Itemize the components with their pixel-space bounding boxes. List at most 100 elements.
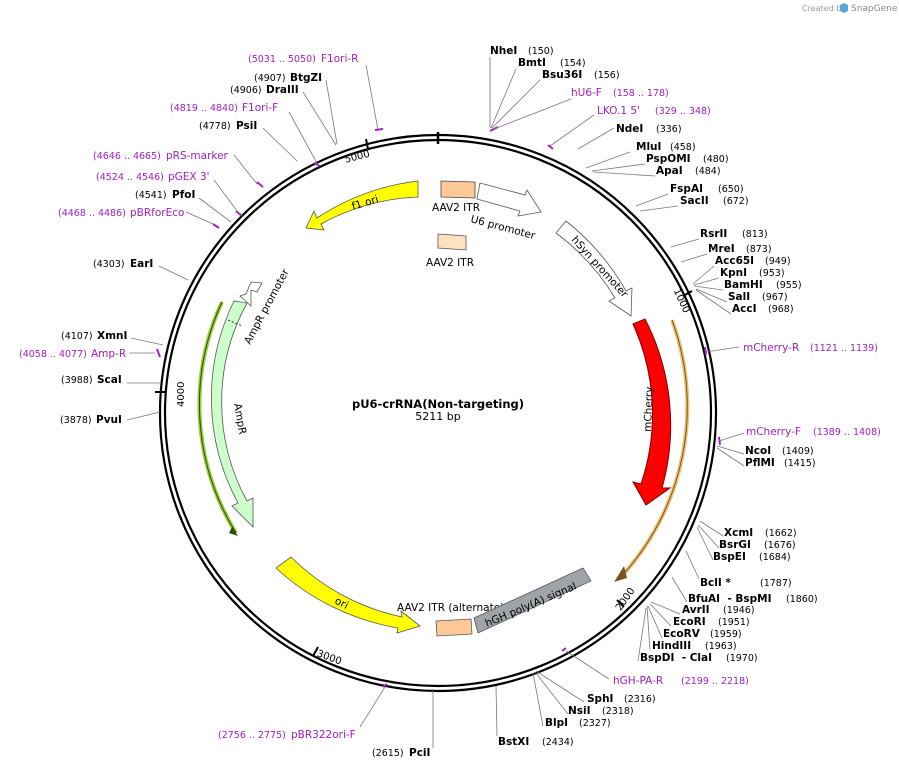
- svg-text:(4907): (4907): [254, 73, 286, 84]
- site-pcii[interactable]: (2615)PciI: [372, 747, 430, 759]
- primer-pbrforeco[interactable]: (4468 .. 4486)pBRforEco: [58, 207, 184, 219]
- svg-text:(650): (650): [718, 184, 744, 195]
- plasmid-name: pU6-crRNA(Non-targeting): [352, 397, 524, 411]
- site-sacii[interactable]: SacII(672): [680, 195, 749, 207]
- primer-pbr322ori-f[interactable]: (2756 .. 2775)pBR322ori-F: [218, 729, 356, 741]
- aav2-itr-alt-feature[interactable]: [435, 618, 473, 637]
- ampr-feature[interactable]: [211, 300, 254, 528]
- site-sali[interactable]: SalI(967): [728, 291, 788, 303]
- primer-hgh-pa-r[interactable]: hGH-PA-R(2199 .. 2218): [613, 675, 749, 687]
- svg-text:BtgZI: BtgZI: [290, 72, 322, 84]
- site-ndei[interactable]: NdeI (336): [616, 123, 682, 135]
- svg-text:BlpI: BlpI: [545, 717, 568, 729]
- ampr-promoter-feature[interactable]: [239, 281, 263, 307]
- ori-label: ori: [333, 595, 351, 612]
- primer-f1ori-r[interactable]: (5031 .. 5050)F1ori-R: [248, 53, 358, 65]
- site-mlui[interactable]: MluI(458): [636, 141, 696, 153]
- site-ecori[interactable]: EcoRI(1951): [673, 616, 750, 628]
- site-xcmi[interactable]: XcmI(1662): [724, 527, 797, 539]
- kb-tick-4000: 4000: [155, 382, 187, 407]
- svg-text:(967): (967): [762, 292, 788, 303]
- svg-text:(4906): (4906): [230, 85, 262, 96]
- site-avrii[interactable]: AvrII(1946): [682, 604, 755, 616]
- site-bfuai-bspmi[interactable]: BfuAI - BspMI(1860): [688, 593, 818, 605]
- svg-text:(1676): (1676): [764, 540, 796, 551]
- svg-text:(5031 .. 5050): (5031 .. 5050): [248, 54, 316, 65]
- f1-ori-feature[interactable]: [305, 180, 419, 231]
- svg-text:(3988): (3988): [61, 375, 93, 386]
- site-rsrii[interactable]: RsrII(813): [700, 228, 768, 240]
- primer-prs-marker[interactable]: (4646 .. 4665)pRS-marker: [93, 150, 229, 162]
- site-pfoi[interactable]: (4541)PfoI: [135, 189, 195, 201]
- primer-lko1-5[interactable]: LKO.1 5'(329 .. 348): [597, 105, 711, 117]
- site-ncoi[interactable]: NcoI(1409): [745, 445, 814, 457]
- site-pvui[interactable]: (3878)PvuI: [60, 414, 122, 426]
- site-nsii[interactable]: NsiI(2318): [568, 705, 634, 717]
- site-bsu36i[interactable]: Bsu36I(156): [542, 69, 620, 81]
- site-draiii[interactable]: (4906)DraIII: [230, 84, 299, 96]
- site-btgzi[interactable]: (4907) BtgZI: [254, 72, 322, 84]
- svg-text:NdeI: NdeI: [616, 123, 643, 135]
- svg-text:(1409): (1409): [782, 446, 814, 457]
- site-bspei[interactable]: BspEI(1684): [713, 551, 791, 563]
- site-sphi[interactable]: SphI(2316): [587, 693, 656, 705]
- svg-text:(4524 .. 4546): (4524 .. 4546): [96, 172, 164, 183]
- site-bmti[interactable]: BmtI(154): [518, 57, 586, 69]
- aav2-itr-feature[interactable]: [440, 180, 476, 199]
- site-hindiii[interactable]: HindIII(1963): [652, 640, 737, 652]
- svg-text:(156): (156): [594, 70, 620, 81]
- leader-lines: [126, 57, 745, 748]
- snapgene-logo-icon: [840, 3, 848, 13]
- site-xmni[interactable]: (4107)XmnI: [61, 330, 127, 342]
- primer-mcherry-f[interactable]: mCherry-F(1389 .. 1408): [746, 426, 881, 438]
- site-kpni[interactable]: KpnI(953): [720, 267, 785, 279]
- svg-text:(1951): (1951): [718, 617, 750, 628]
- ori-feature[interactable]: [275, 556, 421, 634]
- svg-text:ApaI: ApaI: [656, 165, 683, 177]
- svg-text:EarI: EarI: [130, 258, 153, 270]
- u6-promoter-feature[interactable]: [476, 182, 542, 217]
- site-apai[interactable]: ApaI(484): [656, 165, 721, 177]
- site-bstxi[interactable]: BstXI(2434): [498, 736, 574, 748]
- svg-text:FspAI: FspAI: [670, 183, 703, 195]
- site-psii[interactable]: (4778)PsiI: [199, 120, 257, 132]
- site-nhei[interactable]: NheI(150): [490, 45, 554, 57]
- site-ecorv[interactable]: EcoRV(1959): [663, 628, 742, 640]
- primer-amp-r[interactable]: (4058 .. 4077)Amp-R: [19, 348, 126, 360]
- svg-text:(4541): (4541): [135, 190, 167, 201]
- svg-text:(3878): (3878): [60, 415, 92, 426]
- hsyn-promoter-feature[interactable]: [555, 220, 633, 317]
- site-bspdi-clai[interactable]: BspDI - ClaI(1970): [640, 652, 758, 664]
- site-acc65i[interactable]: Acc65I(949): [715, 255, 791, 267]
- site-blpi[interactable]: BlpI(2327): [545, 717, 611, 729]
- site-pflmi[interactable]: PflMI(1415): [745, 457, 816, 469]
- mcherry-feature[interactable]: [631, 318, 672, 506]
- primer-mcherry-r[interactable]: mCherry-R(1121 .. 1139): [743, 342, 878, 354]
- svg-text:(336): (336): [656, 124, 682, 135]
- site-bamhi[interactable]: BamHI(955): [724, 279, 802, 291]
- aav2-itr-2-feature[interactable]: [437, 233, 467, 251]
- credit-prefix: Created by: [802, 4, 846, 13]
- site-scai[interactable]: (3988)ScaI: [61, 374, 122, 386]
- svg-text:pBR322ori-F: pBR322ori-F: [291, 729, 356, 741]
- site-pspomi[interactable]: PspOMI(480): [646, 153, 729, 165]
- primer-pgex-3[interactable]: (4524 .. 4546) pGEX 3': [96, 171, 210, 183]
- svg-text:(955): (955): [776, 280, 802, 291]
- primer-f1ori-f[interactable]: (4819 .. 4840)F1ori-F: [170, 102, 278, 114]
- hgh-polya-feature[interactable]: [473, 567, 592, 634]
- site-mrei[interactable]: MreI(873): [708, 243, 772, 255]
- svg-text:RsrII: RsrII: [700, 228, 727, 240]
- site-bcli[interactable]: BclI *(1787): [700, 577, 792, 589]
- svg-text:PciI: PciI: [409, 747, 430, 759]
- svg-text:pGEX 3': pGEX 3': [168, 171, 210, 183]
- site-fspai[interactable]: FspAI (650): [670, 183, 744, 195]
- site-bsrgi[interactable]: BsrGI(1676): [719, 539, 796, 551]
- svg-text:F1ori-F: F1ori-F: [242, 102, 278, 114]
- site-eari[interactable]: (4303)EarI: [93, 258, 153, 270]
- svg-text:(968): (968): [768, 304, 794, 315]
- svg-text:BstXI: BstXI: [498, 736, 529, 748]
- site-acci[interactable]: AccI(968): [732, 303, 794, 315]
- svg-text:(4107): (4107): [61, 331, 93, 342]
- primer-hu6-f[interactable]: hU6-F(158 .. 178): [571, 87, 669, 99]
